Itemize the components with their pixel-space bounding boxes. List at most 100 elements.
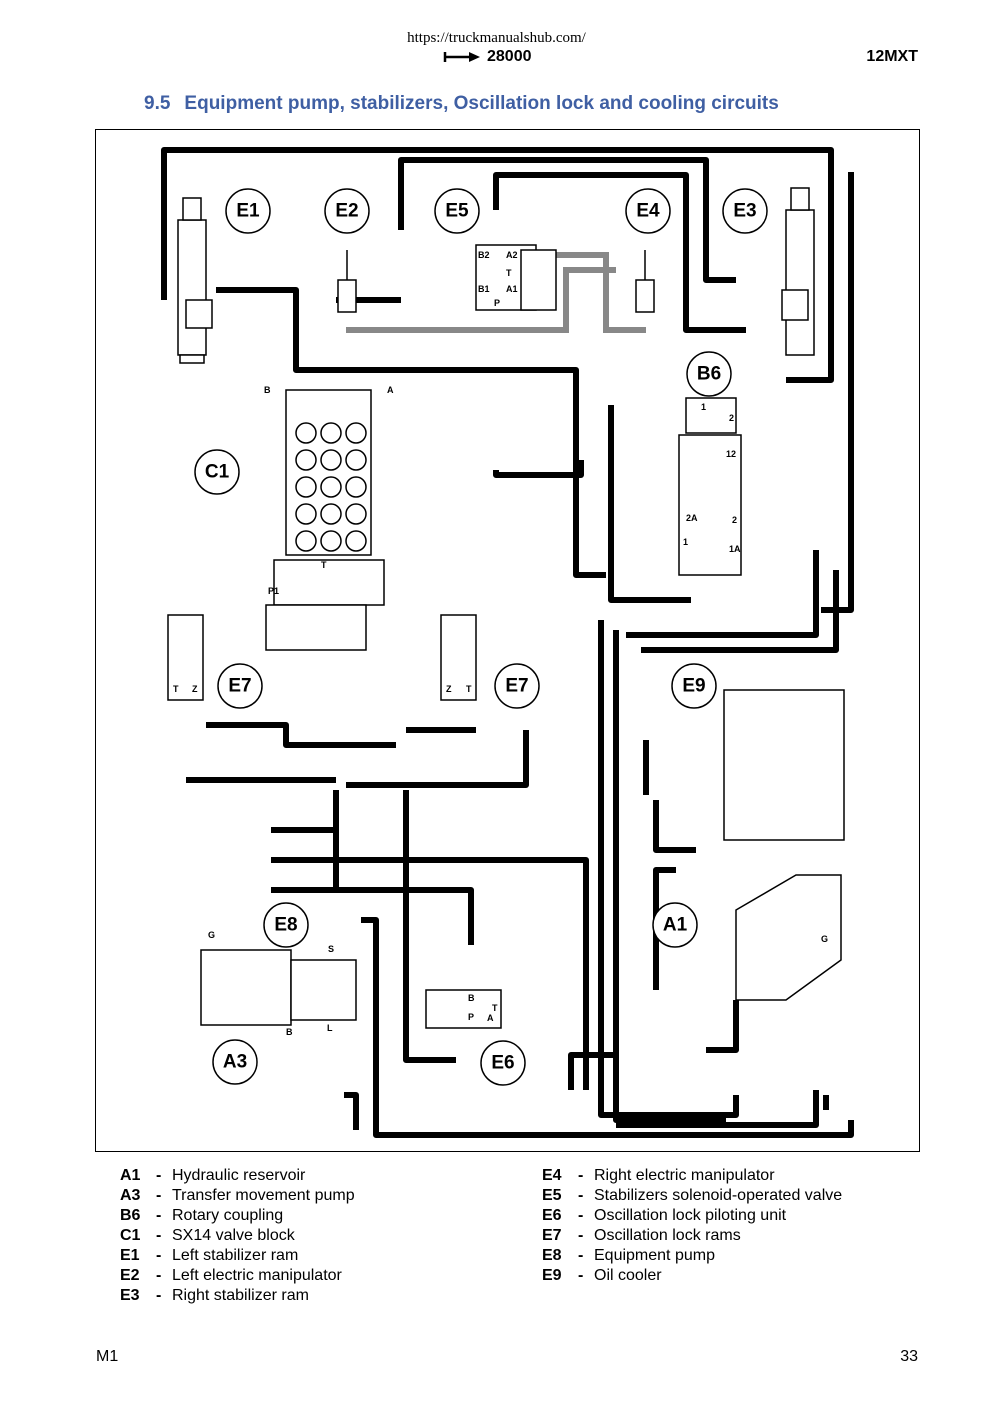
port-c1-t: T — [321, 560, 327, 570]
legend-dash: - — [156, 1167, 162, 1184]
legend-dash: - — [156, 1227, 162, 1244]
label-e9: E9 — [682, 676, 705, 697]
legend-code: E7 — [542, 1227, 562, 1244]
label-e7-left: E7 — [228, 676, 251, 697]
legend-desc: Equipment pump — [594, 1247, 715, 1264]
label-e6: E6 — [491, 1053, 514, 1074]
legend-code: E9 — [542, 1267, 562, 1284]
legend-dash: - — [156, 1267, 162, 1284]
port-c1-a: A — [387, 385, 394, 395]
legend-code: A1 — [120, 1167, 141, 1184]
legend-item: A3-Transfer movement pump — [120, 1186, 355, 1206]
legend-dash: - — [578, 1227, 584, 1244]
port-e7l-t: T — [173, 684, 179, 694]
legend-dash: - — [156, 1187, 162, 1204]
label-e7-right: E7 — [505, 676, 528, 697]
port-e5-b2: B2 — [478, 250, 490, 260]
port-e5-t: T — [506, 268, 512, 278]
port-e6-b: B — [468, 993, 475, 1003]
legend-item: E9-Oil cooler — [542, 1266, 842, 1286]
legend-code: C1 — [120, 1227, 141, 1244]
legend-desc: Stabilizers solenoid-operated valve — [594, 1187, 843, 1204]
legend-dash: - — [578, 1267, 584, 1284]
doc-ref-number: 28000 — [487, 48, 532, 65]
legend-desc: Right stabilizer ram — [172, 1287, 309, 1304]
legend-desc: Left electric manipulator — [172, 1267, 342, 1284]
footer-manual-code: M1 — [96, 1348, 119, 1365]
legend-left: A1-Hydraulic reservoir A3-Transfer movem… — [120, 1166, 355, 1306]
legend-dash: - — [578, 1247, 584, 1264]
port-b6-2a: 2A — [686, 513, 698, 523]
hydraulic-schematic: E1 E2 E5 E4 E3 B6 C1 E7 E7 E9 E8 A1 A3 E… — [95, 129, 920, 1152]
port-a3-b: B — [286, 1027, 293, 1037]
port-a3-l: L — [327, 1023, 333, 1033]
legend-code: B6 — [120, 1207, 141, 1224]
legend-dash: - — [156, 1287, 162, 1304]
document-reference: 28000 — [443, 48, 532, 66]
legend-desc: Left stabilizer ram — [172, 1247, 299, 1264]
legend-desc: Oscillation lock piloting unit — [594, 1207, 787, 1224]
legend-desc: Oil cooler — [594, 1267, 662, 1284]
section-title: 9.5 Equipment pump, stabilizers, Oscillat… — [144, 93, 779, 115]
port-c1-b: B — [264, 385, 271, 395]
port-b6-1: 1 — [701, 402, 706, 412]
legend-code: E5 — [542, 1187, 562, 1204]
label-e4: E4 — [636, 201, 660, 222]
section-number: 9.5 — [144, 93, 171, 114]
port-a1-g: G — [821, 934, 828, 944]
legend-item: E7-Oscillation lock rams — [542, 1226, 842, 1246]
label-e2: E2 — [335, 201, 358, 222]
legend-right: E4-Right electric manipulator E5-Stabili… — [542, 1166, 842, 1286]
port-b6-12: 12 — [726, 449, 736, 459]
port-b6-1b: 1 — [683, 537, 688, 547]
label-e5: E5 — [445, 201, 469, 222]
legend-desc: SX14 valve block — [172, 1227, 295, 1244]
legend-item: E5-Stabilizers solenoid-operated valve — [542, 1186, 842, 1206]
label-e3: E3 — [733, 201, 756, 222]
port-e7l-z: Z — [192, 684, 198, 694]
legend-code: E1 — [120, 1247, 140, 1264]
section-title-text: Equipment pump, stabilizers, Oscillation… — [184, 93, 779, 114]
label-c1: C1 — [205, 462, 230, 483]
port-e5-a2: A2 — [506, 250, 518, 260]
legend-item: E3-Right stabilizer ram — [120, 1286, 355, 1306]
legend-item: E6-Oscillation lock piloting unit — [542, 1206, 842, 1226]
legend-dash: - — [578, 1167, 584, 1184]
label-a1: A1 — [663, 915, 688, 936]
legend-code: E8 — [542, 1247, 562, 1264]
port-b6-1a: 1A — [729, 544, 741, 554]
port-e7r-z: Z — [446, 684, 452, 694]
legend-desc: Right electric manipulator — [594, 1167, 775, 1184]
legend-code: E6 — [542, 1207, 562, 1224]
legend-dash: - — [578, 1207, 584, 1224]
legend-item: A1-Hydraulic reservoir — [120, 1166, 355, 1186]
source-url: https://truckmanualshub.com/ — [407, 30, 586, 46]
legend-dash: - — [578, 1187, 584, 1204]
port-a3-s: S — [328, 944, 334, 954]
legend-code: A3 — [120, 1187, 141, 1204]
port-e6-p: P — [468, 1012, 474, 1022]
legend-item: E8-Equipment pump — [542, 1246, 842, 1266]
legend-code: E4 — [542, 1167, 562, 1184]
legend-item: E4-Right electric manipulator — [542, 1166, 842, 1186]
legend-desc: Oscillation lock rams — [594, 1227, 741, 1244]
port-e7r-t: T — [466, 684, 472, 694]
legend-item: C1-SX14 valve block — [120, 1226, 355, 1246]
port-b6-2b: 2 — [732, 515, 737, 525]
label-b6: B6 — [697, 364, 721, 385]
label-e1: E1 — [236, 201, 260, 222]
legend-desc: Hydraulic reservoir — [172, 1167, 306, 1184]
port-e5-b1: B1 — [478, 284, 490, 294]
legend-item: E2-Left electric manipulator — [120, 1266, 355, 1286]
schematic-drawing: E1 E2 E5 E4 E3 B6 C1 E7 E7 E9 E8 A1 A3 E… — [161, 147, 854, 1138]
legend-code: E2 — [120, 1267, 140, 1284]
port-e6-t: T — [492, 1003, 498, 1013]
legend-item: E1-Left stabilizer ram — [120, 1246, 355, 1266]
port-e5-a1: A1 — [506, 284, 518, 294]
legend-dash: - — [156, 1247, 162, 1264]
legend-item: B6-Rotary coupling — [120, 1206, 355, 1226]
model-name: 12MXT — [866, 48, 918, 65]
page-number: 33 — [900, 1348, 918, 1365]
legend-dash: - — [156, 1207, 162, 1224]
port-b6-2: 2 — [729, 413, 734, 423]
